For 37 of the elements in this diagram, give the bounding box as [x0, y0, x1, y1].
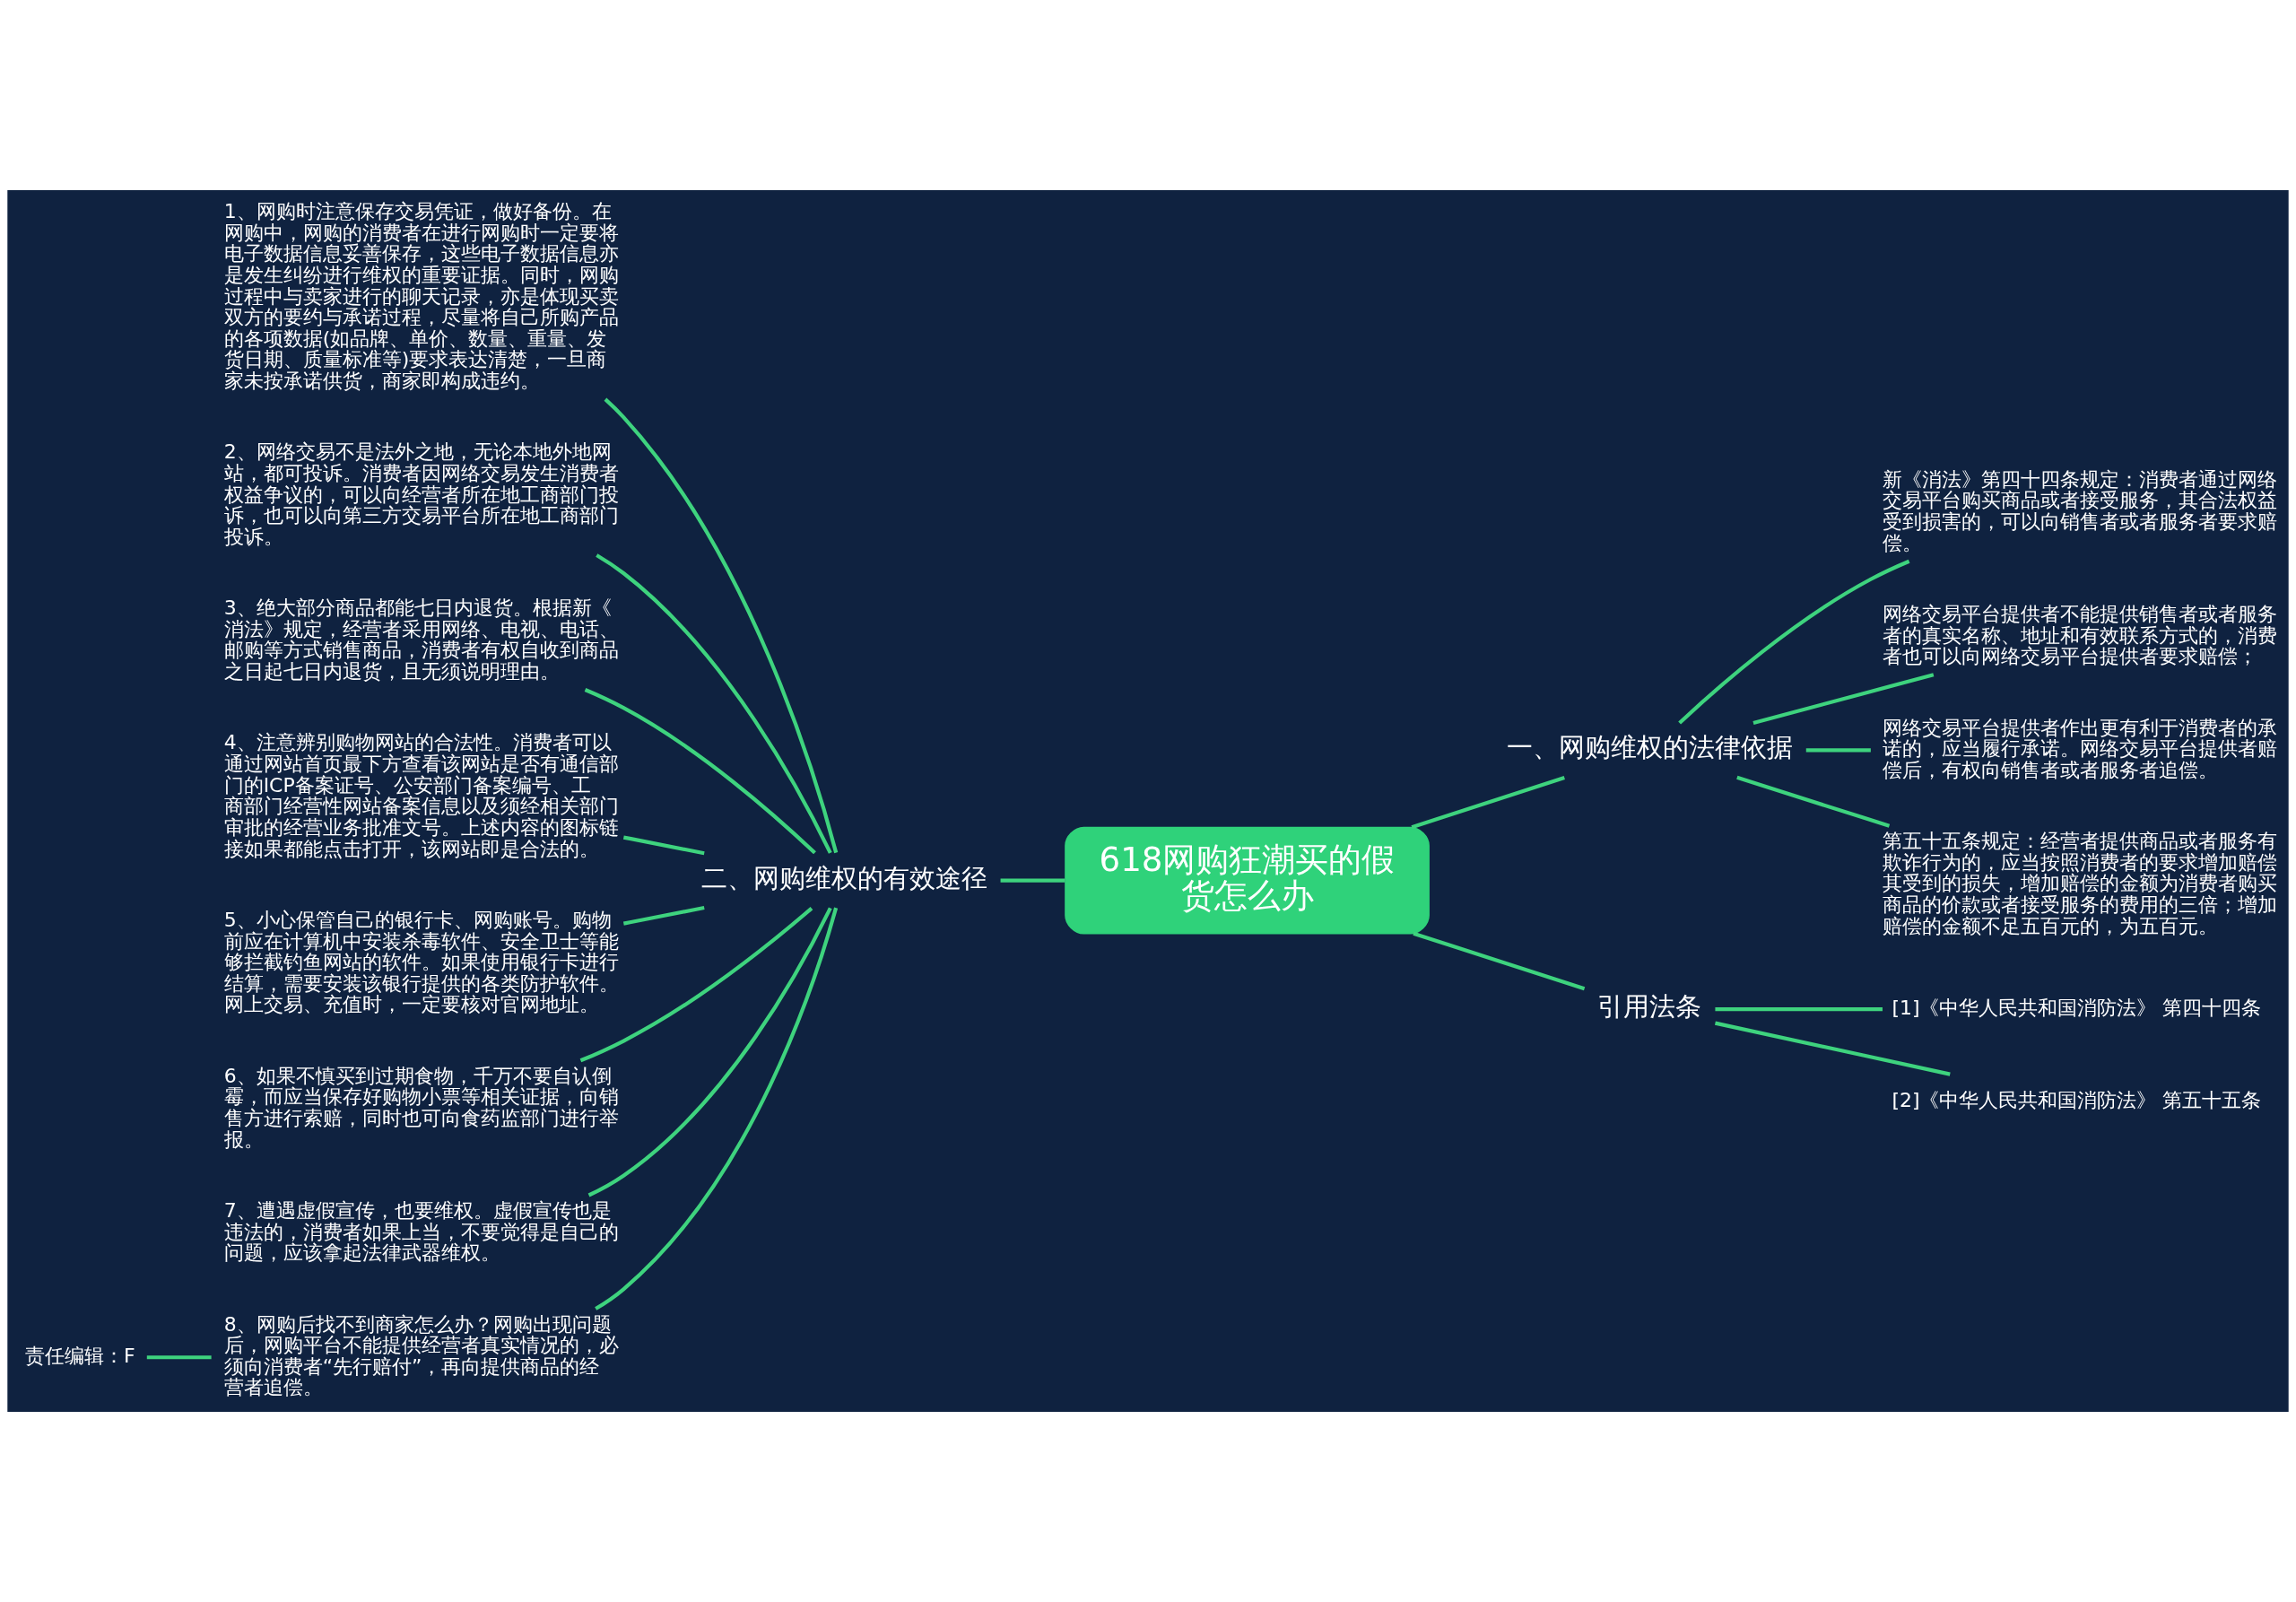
- node-text: 网络交易平台提供者作出更有利于消费者的承诺的，应当履行承诺。网络交易平台提供者赔偿后，有权向销售者或者服务者追偿。: [1883, 716, 2278, 781]
- node-text: 新《消法》第四十四条规定：消费者通过网络交易平台购买商品或者接受服务，其合法权益受到损害的，可以向销售者或者服务者要求赔偿。: [1883, 467, 2278, 554]
- connector: [1715, 1006, 1883, 1012]
- connector: [1413, 931, 1586, 991]
- node-text: 网络交易平台提供者不能提供销售者或者服务者的真实名称、地址和有效联系方式的，消费者也可以向网络交易平台提供者要求赔偿；: [1883, 602, 2278, 668]
- node-text: 一、网购维权的法律依据: [1506, 732, 1793, 763]
- connector: [587, 907, 832, 1197]
- node-text: 4、注意辨别购物网站的合法性。消费者可以通过网站首页最下方查看该网站是否有通信部门的ICP备案证号、公安部门备案编号、工商部门经营性网站备案信息以及须经相关部门审批的经营业务批准文号。上述内容的图标链接如果都能点击打开，该网站即是合法的。: [223, 731, 619, 860]
- connector: [1805, 748, 1871, 753]
- node-text: 1、网购时注意保存交易凭证，做好备份。在网购中，网购的消费者在进行网购时一定要将电子数据信息妥善保存，这些电子数据信息亦是发生纠纷进行维权的重要证据。同时，网购过程中与卖家进行的聊天记录，亦是体现买卖双方的要约与承诺过程，尽量将自己所购产品的各项数据(如品牌、单价、数量、重量、发货日期、质量标准等)要求表达清楚，一旦商家未按承诺供货，商家即构成违约。: [223, 200, 619, 393]
- connector: [596, 553, 832, 854]
- node-text: [1]《中华人民共和国消防法》 第四十四条: [1892, 996, 2262, 1019]
- connector: [622, 905, 705, 926]
- connector: [1000, 878, 1065, 883]
- node-text: 第五十五条规定：经营者提供商品或者服务有欺诈行为的，应当按照消费者的要求增加赔偿其受到的损失，增加赔偿的金额为消费者购买商品的价款或者接受服务的费用的三倍；增加赔偿的金额不足五百元的，为五百元。: [1883, 830, 2278, 937]
- connector: [622, 835, 705, 856]
- connector: [595, 907, 839, 1310]
- connector: [1752, 673, 1935, 725]
- connector: [1678, 559, 1910, 725]
- node-text: [2]《中华人民共和国消防法》 第五十五条: [1892, 1088, 2262, 1111]
- node-text: 7、遭遇虚假宣传，也要维权。虚假宣传也是违法的，消费者如果上当，不要觉得是自己的问题，应该拿起法律武器维权。: [223, 1198, 619, 1265]
- node-text: 6、如果不慎买到过期食物，千万不要自认倒霉，而应当保存好购物小票等相关证据，向销售方进行索赔，同时也可向食药监部门进行举报。: [223, 1064, 619, 1151]
- node-text: 8、网购后找不到商家怎么办？网购出现问题后，网购平台不能提供经营者真实情况的，必须向消费者“先行赔付”，再向提供商品的经营者追偿。: [223, 1312, 619, 1399]
- node-text: 二、网购维权的有效途径: [701, 862, 988, 893]
- node-text: 引用法条: [1597, 990, 1702, 1022]
- connector: [1411, 775, 1565, 830]
- connector: [1715, 1021, 1951, 1076]
- connector: [146, 1355, 212, 1360]
- connector: [579, 907, 813, 1063]
- node-text: 责任编辑：F: [24, 1344, 135, 1367]
- node-text: 3、绝大部分商品都能七日内退货。根据新《消法》规定，经营者采用网络、电视、电话、邮购等方式销售商品，消费者有权自收到商品之日起七日内退货，且无须说明理由。: [223, 596, 619, 683]
- node-text: 2、网络交易不是法外之地，无论本地外地网站，都可投诉。消费者因网络交易发生消费者权益争议的，可以向经营者所在地工商部门投诉，也可以向第三方交易平台所在地工商部门投诉。: [223, 440, 619, 548]
- connector: [604, 397, 839, 854]
- connector: [1736, 775, 1891, 828]
- connector: [584, 688, 816, 855]
- node-text: 5、小心保管自己的银行卡、网购账号。购物前应在计算机中安装杀毒软件、安全卫士等能够拦截钓鱼网站的软件。如果使用银行卡进行结算，需要安装该银行提供的各类防护软件。网上交易、充值时，一定要核对官网地址。: [223, 908, 619, 1016]
- node-box: 618网购狂潮买的假货怎么办: [1065, 826, 1430, 935]
